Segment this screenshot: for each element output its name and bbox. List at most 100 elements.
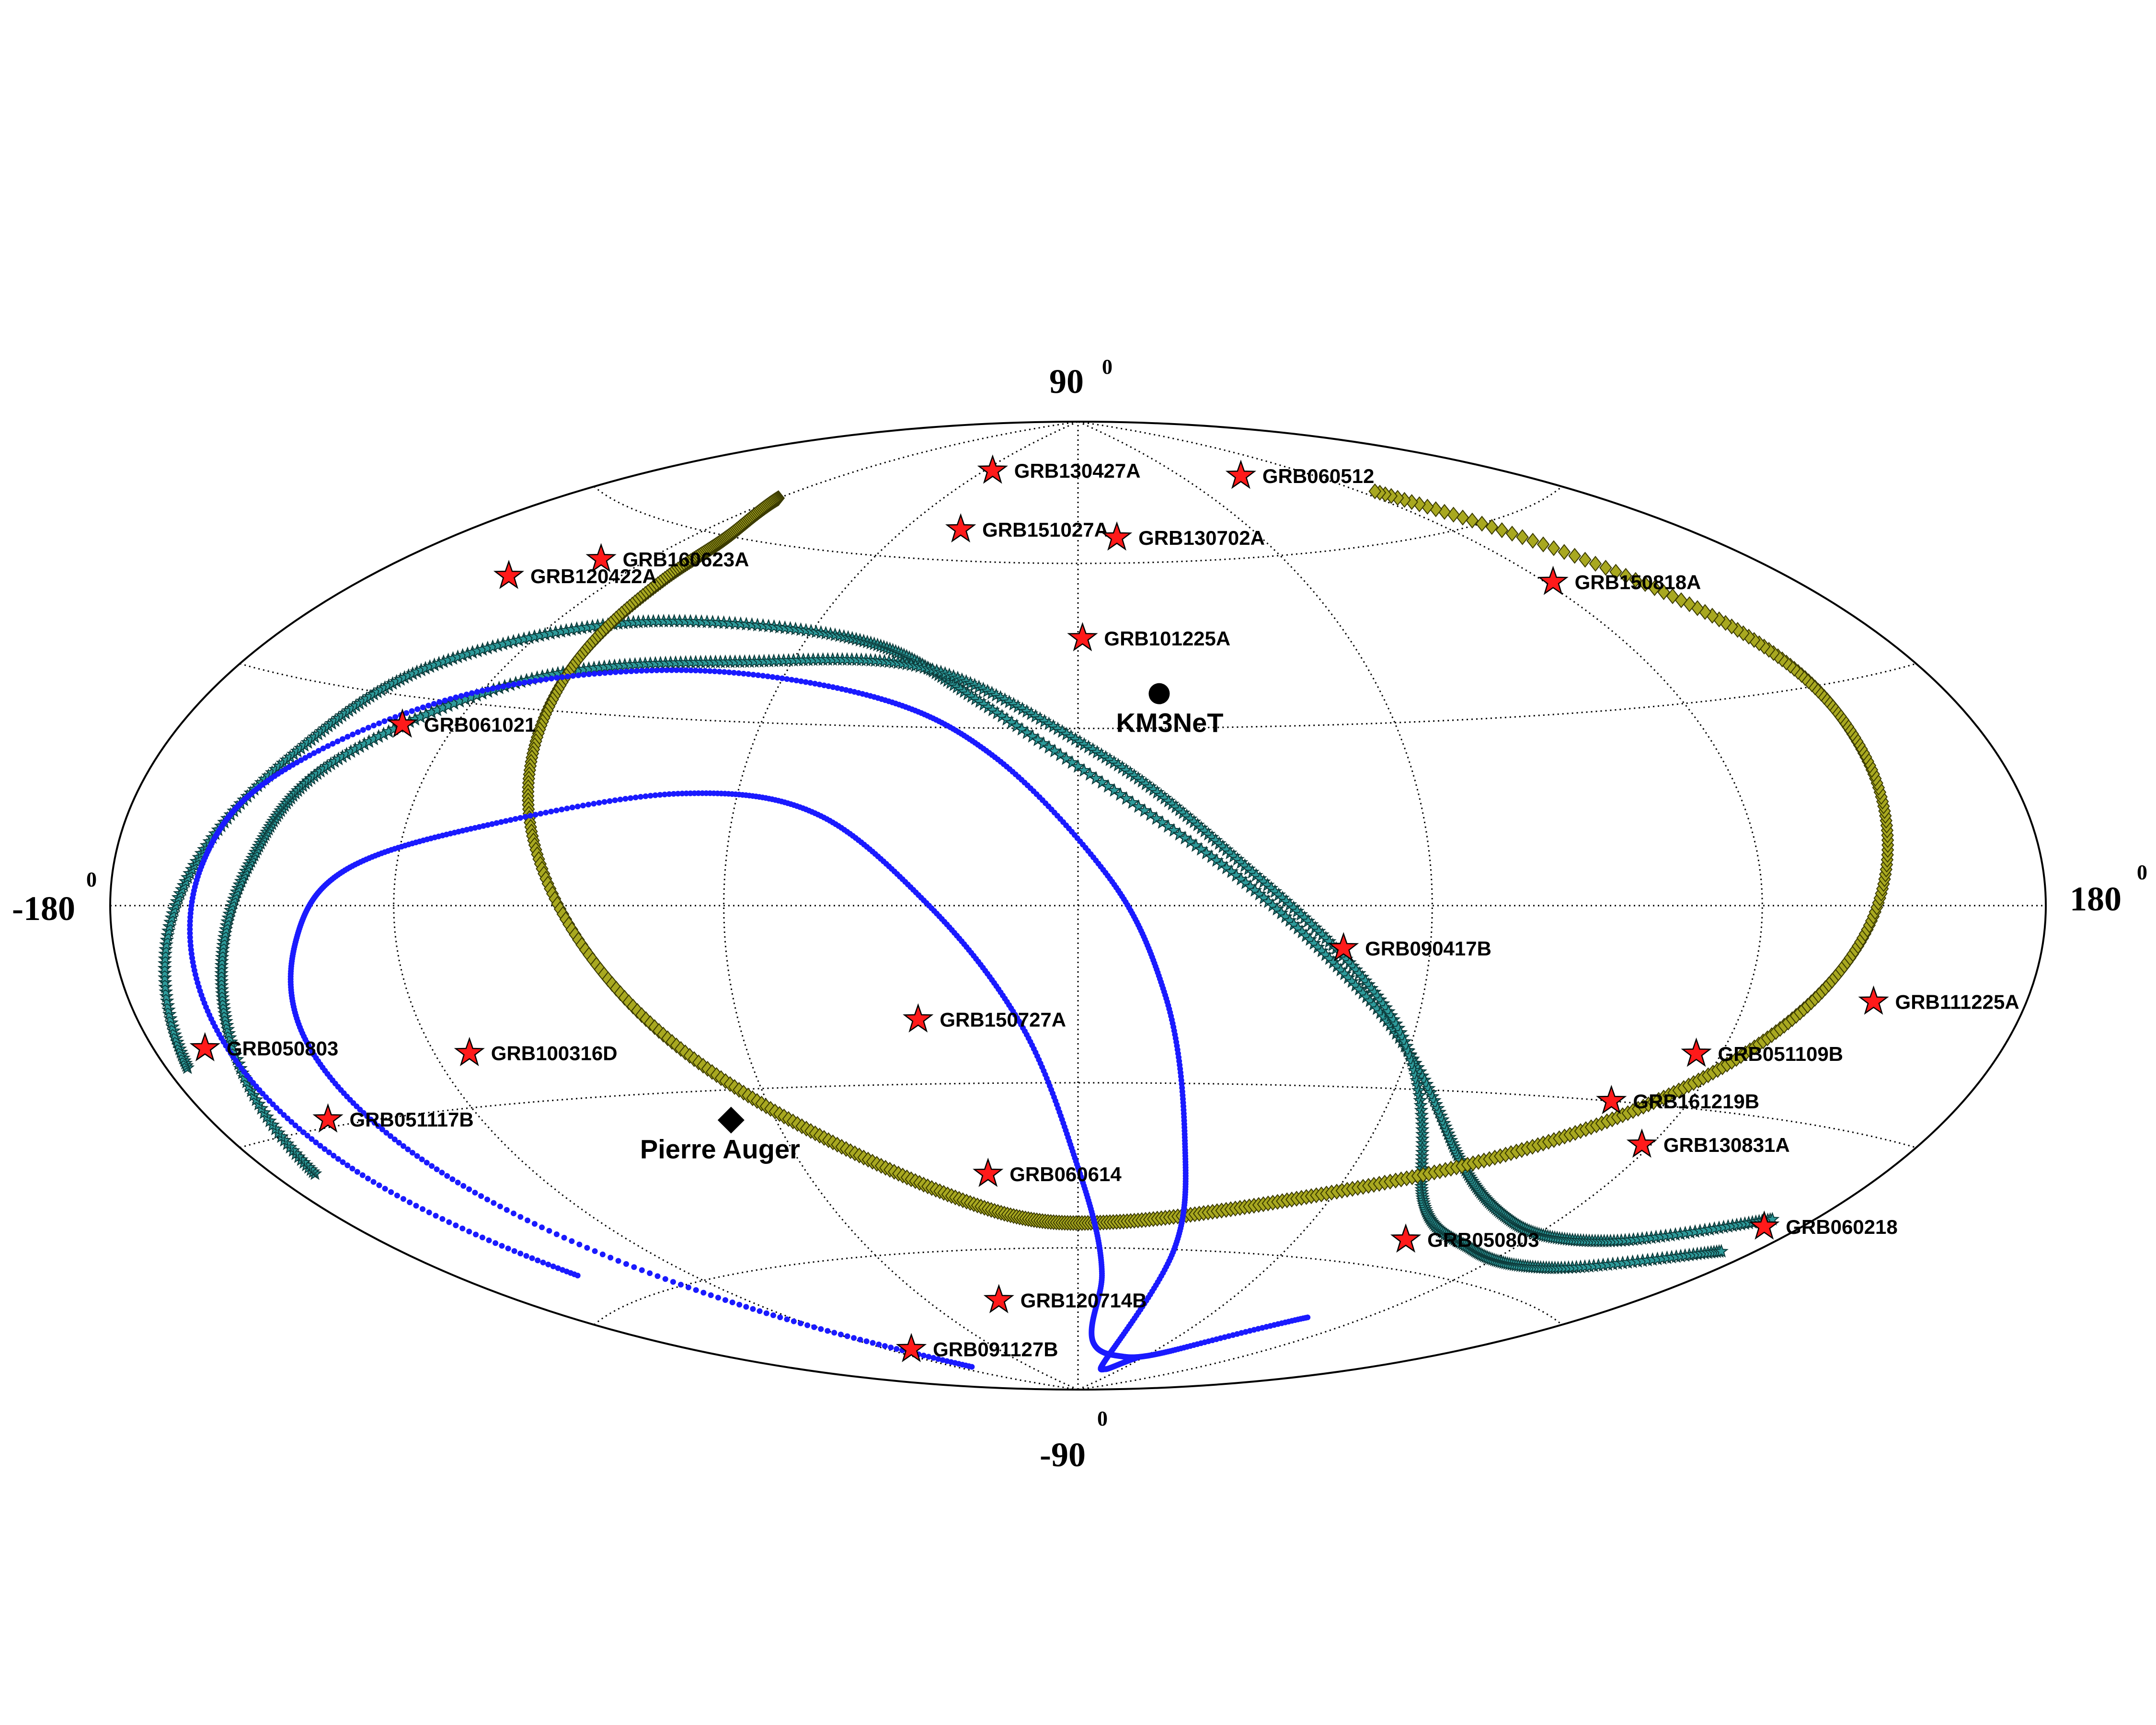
curve-marker — [309, 1136, 315, 1142]
curve-marker — [1438, 504, 1451, 520]
curve-marker — [460, 1183, 467, 1189]
curve-marker — [559, 1267, 565, 1273]
curve-marker — [187, 926, 193, 932]
curve-marker — [894, 1346, 900, 1352]
curve-marker — [702, 667, 708, 674]
curve-marker — [214, 962, 229, 976]
curve-marker — [581, 672, 587, 678]
curve-marker — [1629, 572, 1642, 588]
curve-marker — [296, 1126, 302, 1132]
grb-label: GRB160623A — [623, 548, 749, 571]
curve-marker — [628, 795, 634, 801]
curve-marker — [187, 922, 193, 928]
grb-label: GRB050803 — [227, 1037, 338, 1060]
curve-marker — [326, 1149, 332, 1155]
curve-marker — [187, 934, 193, 941]
grb-marker — [903, 1003, 934, 1033]
curve-marker — [1495, 522, 1509, 539]
curve-marker — [517, 815, 524, 821]
curve-marker — [671, 791, 677, 797]
curve-marker — [1589, 555, 1602, 572]
curve-marker — [818, 1326, 824, 1332]
curve-marker — [608, 1254, 614, 1261]
curve-marker — [505, 1245, 511, 1252]
curve-marker — [559, 674, 565, 680]
curve-marker — [1648, 580, 1661, 596]
grb-marker — [1537, 565, 1569, 595]
curve-marker — [511, 681, 517, 688]
curve-marker — [409, 708, 415, 714]
grid-parallel — [594, 1247, 1562, 1325]
curve-marker — [612, 797, 618, 804]
curve-marker — [473, 1231, 479, 1238]
curve-marker — [585, 802, 592, 808]
curve-marker — [639, 667, 645, 674]
curve-marker — [302, 755, 309, 761]
svg-text:0: 0 — [1097, 1407, 1108, 1430]
curve-marker — [375, 1123, 381, 1129]
curve-marker — [340, 1159, 346, 1165]
curve-marker — [545, 1261, 551, 1267]
curve-marker — [455, 1179, 461, 1185]
curve-marker — [489, 821, 495, 827]
grb-label: GRB130831A — [1663, 1134, 1790, 1156]
curve-marker — [469, 690, 475, 696]
curve-marker — [484, 1196, 491, 1203]
curve-marker — [413, 1203, 419, 1209]
curve-marker — [659, 667, 665, 673]
curve-marker — [159, 984, 173, 998]
curve-marker — [1666, 588, 1679, 604]
curve-marker — [574, 804, 581, 810]
curve-marker — [657, 792, 663, 798]
curve-marker — [726, 669, 732, 676]
curve-marker — [675, 791, 681, 797]
grb-marker — [983, 1284, 1014, 1313]
curve-marker — [543, 809, 549, 816]
grb-marker — [1225, 460, 1256, 489]
curve-marker — [591, 671, 597, 677]
curve-marker — [553, 807, 560, 814]
grid-meridian — [1078, 421, 1763, 1391]
curve-marker — [662, 791, 668, 797]
curve-marker — [507, 817, 514, 823]
curve-marker — [298, 757, 304, 763]
curve-marker — [479, 688, 485, 694]
curve-marker — [804, 1322, 811, 1328]
curve-marker — [414, 706, 421, 713]
curve-marker — [161, 1002, 176, 1016]
curve-marker — [797, 1320, 803, 1326]
curve-marker — [1609, 564, 1622, 580]
curve-marker — [426, 1209, 432, 1216]
curve-marker — [1579, 552, 1592, 568]
curve-marker — [755, 672, 761, 678]
curve-marker — [642, 793, 649, 799]
curve-marker — [662, 1276, 668, 1282]
curve-marker — [1077, 763, 1091, 777]
curve-marker — [554, 675, 560, 681]
grb-label: GRB150818A — [1575, 571, 1701, 593]
curve-marker — [466, 1186, 472, 1192]
curve-marker — [157, 956, 172, 970]
curve-marker — [436, 699, 443, 705]
grb-marker — [977, 454, 1008, 484]
curve-marker — [466, 1229, 472, 1235]
curve-marker — [292, 1122, 298, 1128]
curve-marker — [498, 819, 504, 825]
curve-marker — [647, 793, 654, 799]
curve-marker — [370, 723, 377, 729]
curve-marker — [770, 1312, 776, 1318]
svg-text:0: 0 — [1102, 355, 1112, 379]
curve-marker — [1070, 759, 1086, 773]
curve-marker — [857, 1336, 863, 1343]
curve-marker — [760, 673, 766, 679]
curve-marker — [564, 673, 571, 679]
curve-marker — [623, 668, 629, 675]
curve-marker — [596, 800, 602, 806]
grb-marker — [1749, 1210, 1780, 1240]
curve-marker — [602, 670, 608, 676]
curve-marker — [1368, 483, 1382, 499]
curve-marker — [584, 1245, 590, 1251]
curve-marker — [503, 818, 509, 824]
grb-label: GRB161219B — [1633, 1090, 1759, 1113]
curve-marker — [769, 674, 776, 680]
